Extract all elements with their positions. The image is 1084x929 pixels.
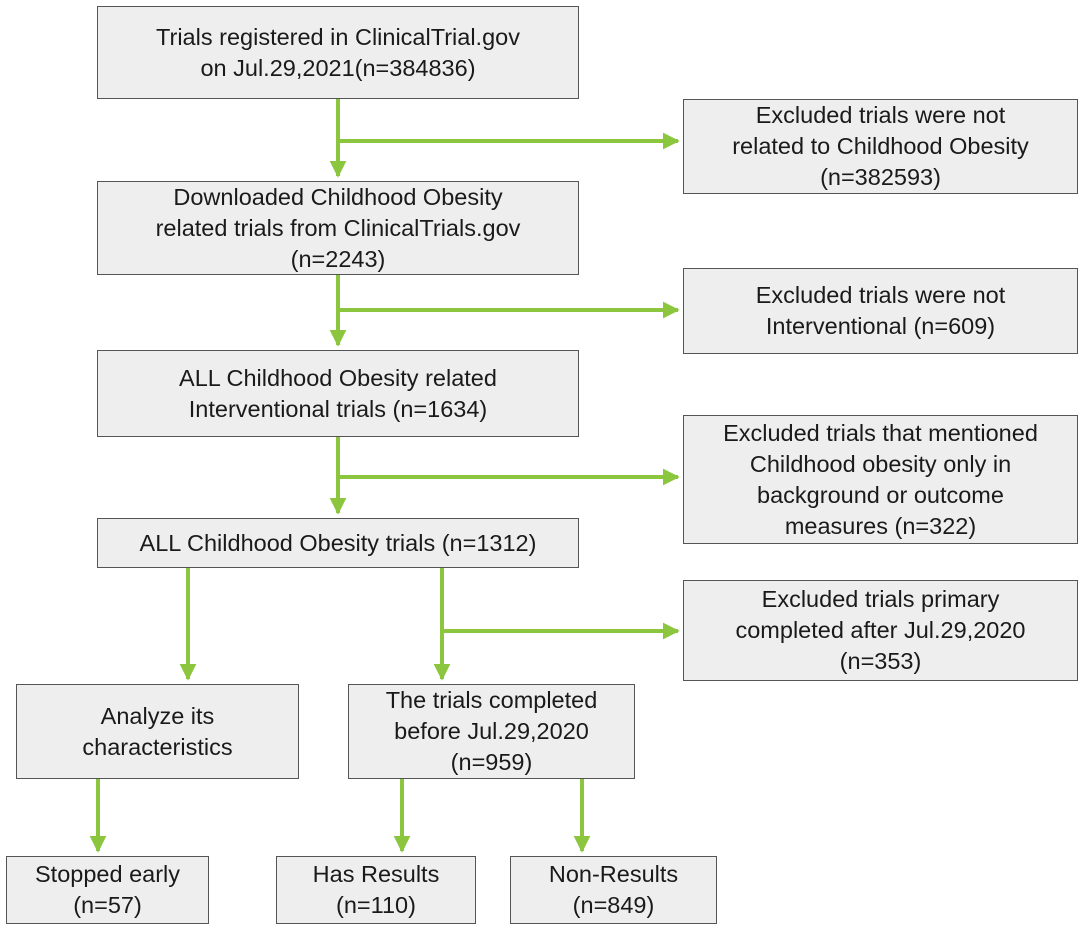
- box-completed-before: The trials completed before Jul.29,2020 …: [348, 684, 635, 779]
- box-text-line: Excluded trials that mentioned: [723, 419, 1038, 446]
- box-text-line: Excluded trials were not: [755, 282, 1006, 308]
- box-text-line: (n=57): [73, 892, 142, 918]
- box-text-line: Interventional trials (n=1634): [188, 395, 488, 422]
- box-stopped-early: Stopped early (n=57): [6, 856, 209, 924]
- box-excluded-background-only: Excluded trials that mentioned Childhood…: [683, 415, 1078, 544]
- box-non-results: Non-Results (n=849): [510, 856, 717, 924]
- box-text-line: (n=849): [572, 892, 655, 918]
- box-excluded-completed-after: Excluded trials primary completed after …: [683, 580, 1078, 681]
- box-text-line: The trials completed: [385, 687, 598, 713]
- box-text-line: (n=110): [336, 892, 416, 918]
- box-all-childhood-obesity-trials: ALL Childhood Obesity trials (n=1312): [97, 518, 579, 568]
- box-text-line: characteristics: [82, 733, 233, 760]
- box-text-line: Non-Results: [548, 861, 679, 887]
- box-text-line: Excluded trials were not: [755, 102, 1006, 128]
- box-text-line: (n=382593): [820, 164, 941, 190]
- box-interventional-trials: ALL Childhood Obesity related Interventi…: [97, 350, 579, 437]
- box-text-line: Stopped early: [34, 861, 181, 887]
- box-downloaded-trials: Downloaded Childhood Obesity related tri…: [97, 181, 579, 275]
- box-text-line: Downloaded Childhood Obesity: [173, 183, 503, 210]
- box-text-line: related trials from ClinicalTrials.gov: [155, 214, 521, 241]
- box-excluded-not-related: Excluded trials were not related to Chil…: [683, 99, 1078, 194]
- box-text-line: Excluded trials primary: [761, 586, 1000, 612]
- box-excluded-not-interventional: Excluded trials were not Interventional …: [683, 268, 1078, 354]
- box-text-line: measures (n=322): [784, 512, 977, 539]
- box-text-line: related to Childhood Obesity: [732, 133, 1029, 159]
- box-text-line: completed after Jul.29,2020: [735, 617, 1026, 643]
- box-text-line: Trials registered in ClinicalTrial.gov: [156, 23, 520, 50]
- box-text-line: (n=2243): [290, 245, 386, 272]
- box-text-line: Has Results: [312, 861, 440, 887]
- box-text-line: (n=353): [839, 648, 922, 674]
- box-text-line: Interventional (n=609): [765, 313, 996, 339]
- box-text-line: (n=959): [450, 749, 533, 775]
- box-text-line: ALL Childhood Obesity related: [179, 364, 497, 391]
- box-text-line: Analyze its: [100, 702, 215, 729]
- box-has-results: Has Results (n=110): [276, 856, 476, 924]
- box-text-line: ALL Childhood Obesity trials (n=1312): [139, 529, 537, 556]
- box-registered-trials: Trials registered in ClinicalTrial.gov o…: [97, 6, 579, 99]
- box-text-line: before Jul.29,2020: [394, 718, 589, 744]
- box-analyze-characteristics: Analyze its characteristics: [16, 684, 299, 779]
- box-text-line: Childhood obesity only in: [749, 450, 1012, 477]
- box-text-line: on Jul.29,2021(n=384836): [200, 54, 476, 81]
- box-text-line: background or outcome: [757, 481, 1004, 508]
